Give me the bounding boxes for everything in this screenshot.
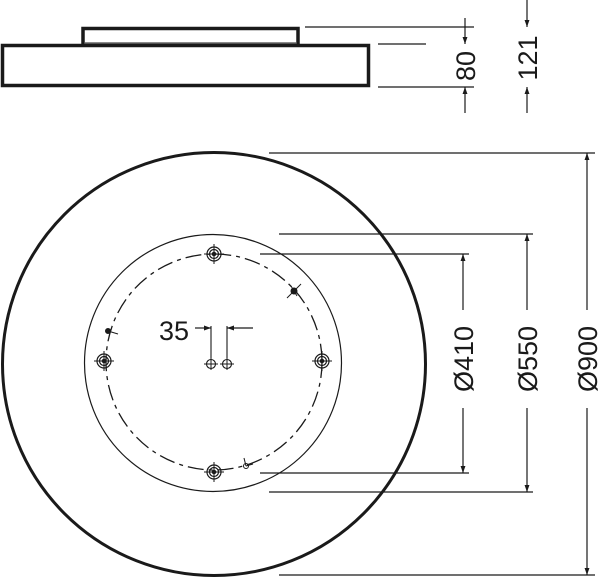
side-view-top-section xyxy=(81,26,300,45)
plan-view xyxy=(1,151,595,577)
mounting-screw-bottom xyxy=(204,462,224,482)
center-hole-left xyxy=(204,358,218,370)
outer-housing-circle xyxy=(1,151,427,577)
side-view-body xyxy=(0,43,371,88)
bolt-circle-dashed xyxy=(105,253,323,471)
mounting-plate-circle xyxy=(83,233,343,493)
dim-80-label: 80 xyxy=(451,51,481,81)
center-hole-right xyxy=(220,358,234,370)
dim-410-label: Ø410 xyxy=(449,326,479,392)
dim-35-label: 35 xyxy=(159,316,189,346)
dim-550-label: Ø550 xyxy=(513,326,543,392)
alignment-pin-left xyxy=(105,328,119,335)
dim-121-label: 121 xyxy=(513,35,543,80)
dim-900-label: Ø900 xyxy=(573,326,600,392)
mounting-screw-left xyxy=(94,351,114,371)
alignment-pin-upper-right xyxy=(286,283,302,299)
mounting-screw-right xyxy=(312,351,332,371)
side-view xyxy=(0,0,530,113)
alignment-pin-lower-right xyxy=(243,457,254,469)
mounting-screw-top xyxy=(204,244,224,264)
